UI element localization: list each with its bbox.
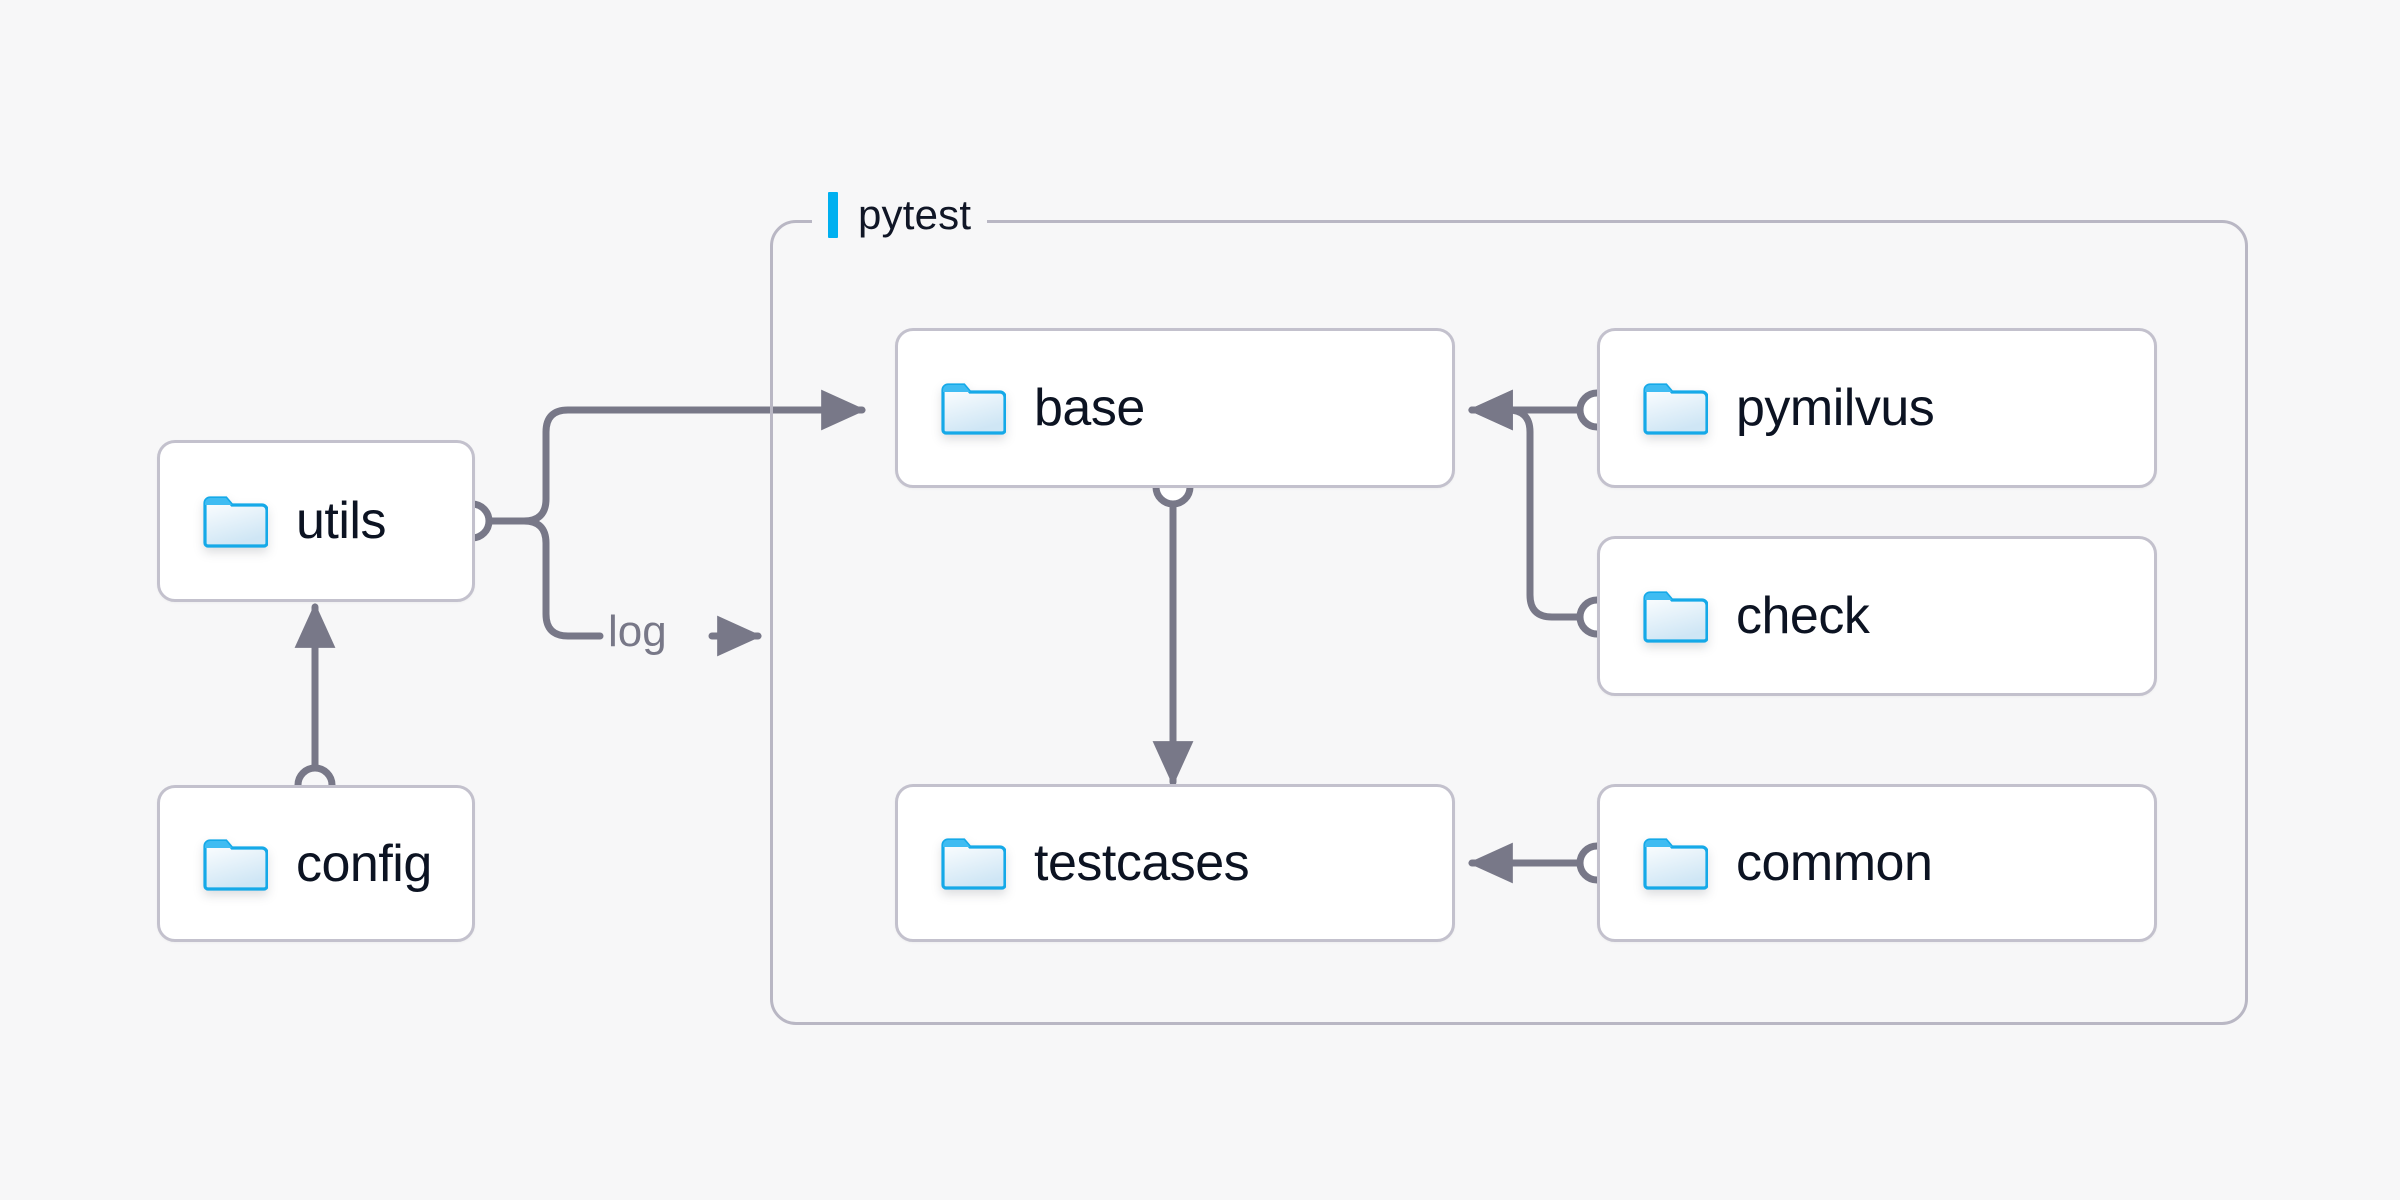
edge-config-to-utils bbox=[294, 602, 336, 806]
accent-bar-icon bbox=[828, 192, 838, 238]
node-common-label: common bbox=[1736, 834, 1933, 892]
edge-label-log: log bbox=[608, 607, 667, 656]
group-pytest-label: pytest bbox=[812, 188, 988, 242]
folder-icon bbox=[1643, 383, 1708, 435]
node-check-label: check bbox=[1736, 587, 1870, 645]
node-base-label: base bbox=[1034, 379, 1145, 437]
folder-icon bbox=[203, 838, 268, 891]
folder-icon bbox=[941, 838, 1006, 890]
node-base[interactable]: base bbox=[895, 328, 1455, 488]
node-common[interactable]: common bbox=[1597, 784, 2157, 942]
node-pymilvus[interactable]: pymilvus bbox=[1597, 328, 2157, 488]
node-config-label: config bbox=[296, 834, 432, 893]
group-pytest-title: pytest bbox=[858, 191, 972, 238]
node-check[interactable]: check bbox=[1597, 536, 2157, 696]
folder-icon bbox=[203, 496, 268, 548]
node-pymilvus-label: pymilvus bbox=[1736, 379, 1935, 437]
node-testcases-label: testcases bbox=[1034, 834, 1250, 892]
folder-icon bbox=[1643, 838, 1708, 890]
folder-icon bbox=[1643, 591, 1708, 643]
group-pytest[interactable] bbox=[770, 220, 2248, 1025]
edge-utils-to-log bbox=[484, 517, 604, 640]
folder-icon bbox=[941, 383, 1006, 435]
node-config[interactable]: config bbox=[157, 785, 475, 942]
node-testcases[interactable]: testcases bbox=[895, 784, 1455, 942]
node-utils[interactable]: utils bbox=[157, 440, 475, 602]
node-utils-label: utils bbox=[296, 492, 386, 550]
